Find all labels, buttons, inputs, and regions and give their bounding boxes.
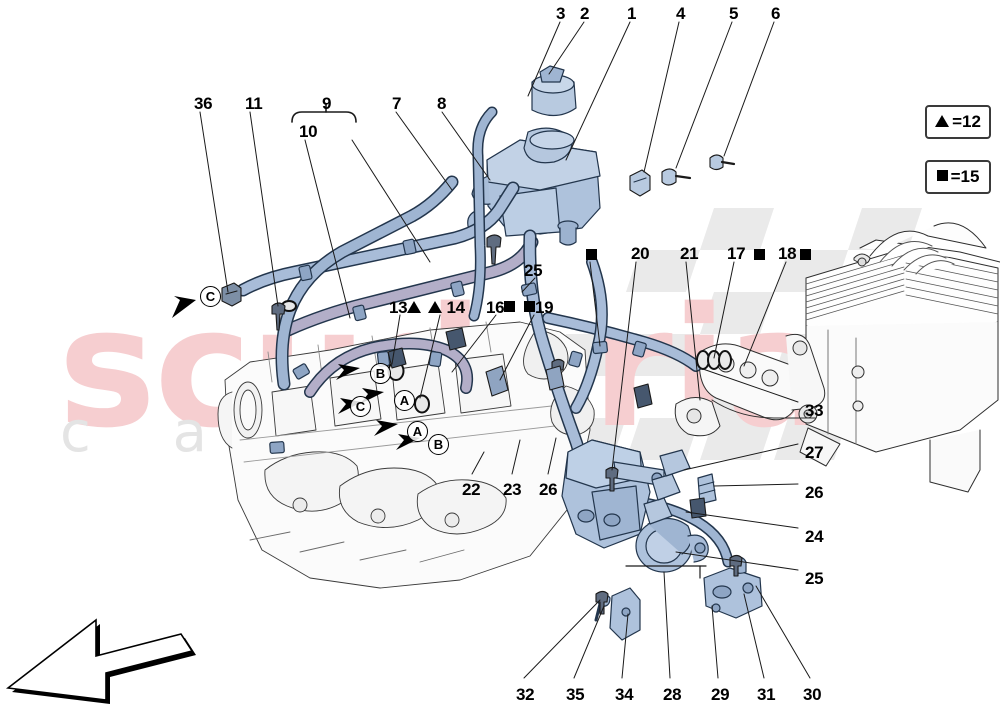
- callout-36: 36: [194, 94, 213, 113]
- callout-27: 27: [805, 443, 824, 462]
- callout-21: 21: [680, 244, 699, 263]
- callout-22: 22: [462, 480, 481, 499]
- callout-19: 19: [524, 298, 554, 317]
- support-bracket: [561, 439, 665, 549]
- section-arrows: [172, 296, 420, 450]
- callout-13: 13: [389, 298, 422, 317]
- callout-33: 33: [805, 401, 824, 420]
- callout-9: 9: [322, 94, 332, 113]
- callout-16-text: 16: [486, 298, 505, 317]
- expansion-tank: [467, 65, 601, 246]
- callout-35: 35: [566, 685, 585, 704]
- callout-26-engine: 26: [539, 480, 558, 499]
- callout-18: 18: [778, 244, 797, 263]
- square-icon: [504, 301, 516, 312]
- callout-11: 11: [245, 94, 263, 113]
- callout-8: 8: [437, 94, 447, 113]
- callout-25-upper: 25: [524, 261, 543, 280]
- clip-part: [697, 473, 717, 505]
- callout-10: 10: [299, 122, 318, 141]
- leader-lines: [199, 21, 811, 679]
- triangle-icon: [935, 112, 950, 132]
- legend-square: =15: [925, 160, 991, 194]
- section-marker-c-2: C: [350, 396, 371, 417]
- callout-32: 32: [516, 685, 535, 704]
- section-marker-c-left: C: [200, 286, 221, 307]
- square-icon: [936, 167, 948, 187]
- callout-13-text: 13: [389, 298, 408, 317]
- callout-6: 6: [771, 4, 781, 23]
- callout-14: 14: [428, 299, 465, 316]
- square-icon: [524, 301, 535, 312]
- callout-16: 16: [486, 298, 516, 317]
- callout-17: 17: [727, 244, 746, 263]
- legend-square-text: =15: [950, 167, 980, 186]
- square-mark-20: [586, 247, 597, 264]
- callout-34: 34: [615, 685, 634, 704]
- callout-3: 3: [556, 4, 566, 23]
- callout-1: 1: [627, 4, 637, 23]
- callout-2: 2: [580, 4, 590, 23]
- orientation-arrow: [5, 618, 196, 704]
- legend-triangle-text: =12: [952, 112, 981, 131]
- callout-28: 28: [663, 685, 682, 704]
- callout-26: 26: [805, 483, 824, 502]
- callout-14-text: 14: [446, 298, 465, 317]
- callout-31: 31: [757, 685, 776, 704]
- section-marker-b-2: B: [428, 434, 449, 455]
- square-mark-18: [800, 247, 811, 264]
- callout-7: 7: [392, 94, 402, 113]
- callout-30: 30: [803, 685, 822, 704]
- water-pump: [635, 449, 709, 573]
- triangle-icon: [428, 301, 442, 313]
- triangle-icon: [407, 301, 422, 313]
- callout-20: 20: [631, 244, 650, 263]
- square-mark-17: [754, 247, 765, 264]
- section-marker-b-1: B: [370, 363, 391, 384]
- legend-triangle: =12: [925, 105, 991, 139]
- belt-linkage: [674, 333, 826, 437]
- callout-23: 23: [503, 480, 522, 499]
- callout-19-text: 19: [535, 298, 554, 317]
- callout-4: 4: [676, 4, 686, 23]
- section-marker-a-2: A: [407, 421, 428, 442]
- callout-24: 24: [805, 527, 824, 546]
- section-marker-a-1: A: [394, 390, 415, 411]
- callout-5: 5: [729, 4, 739, 23]
- callout-25: 25: [805, 569, 824, 588]
- callout-29: 29: [711, 685, 730, 704]
